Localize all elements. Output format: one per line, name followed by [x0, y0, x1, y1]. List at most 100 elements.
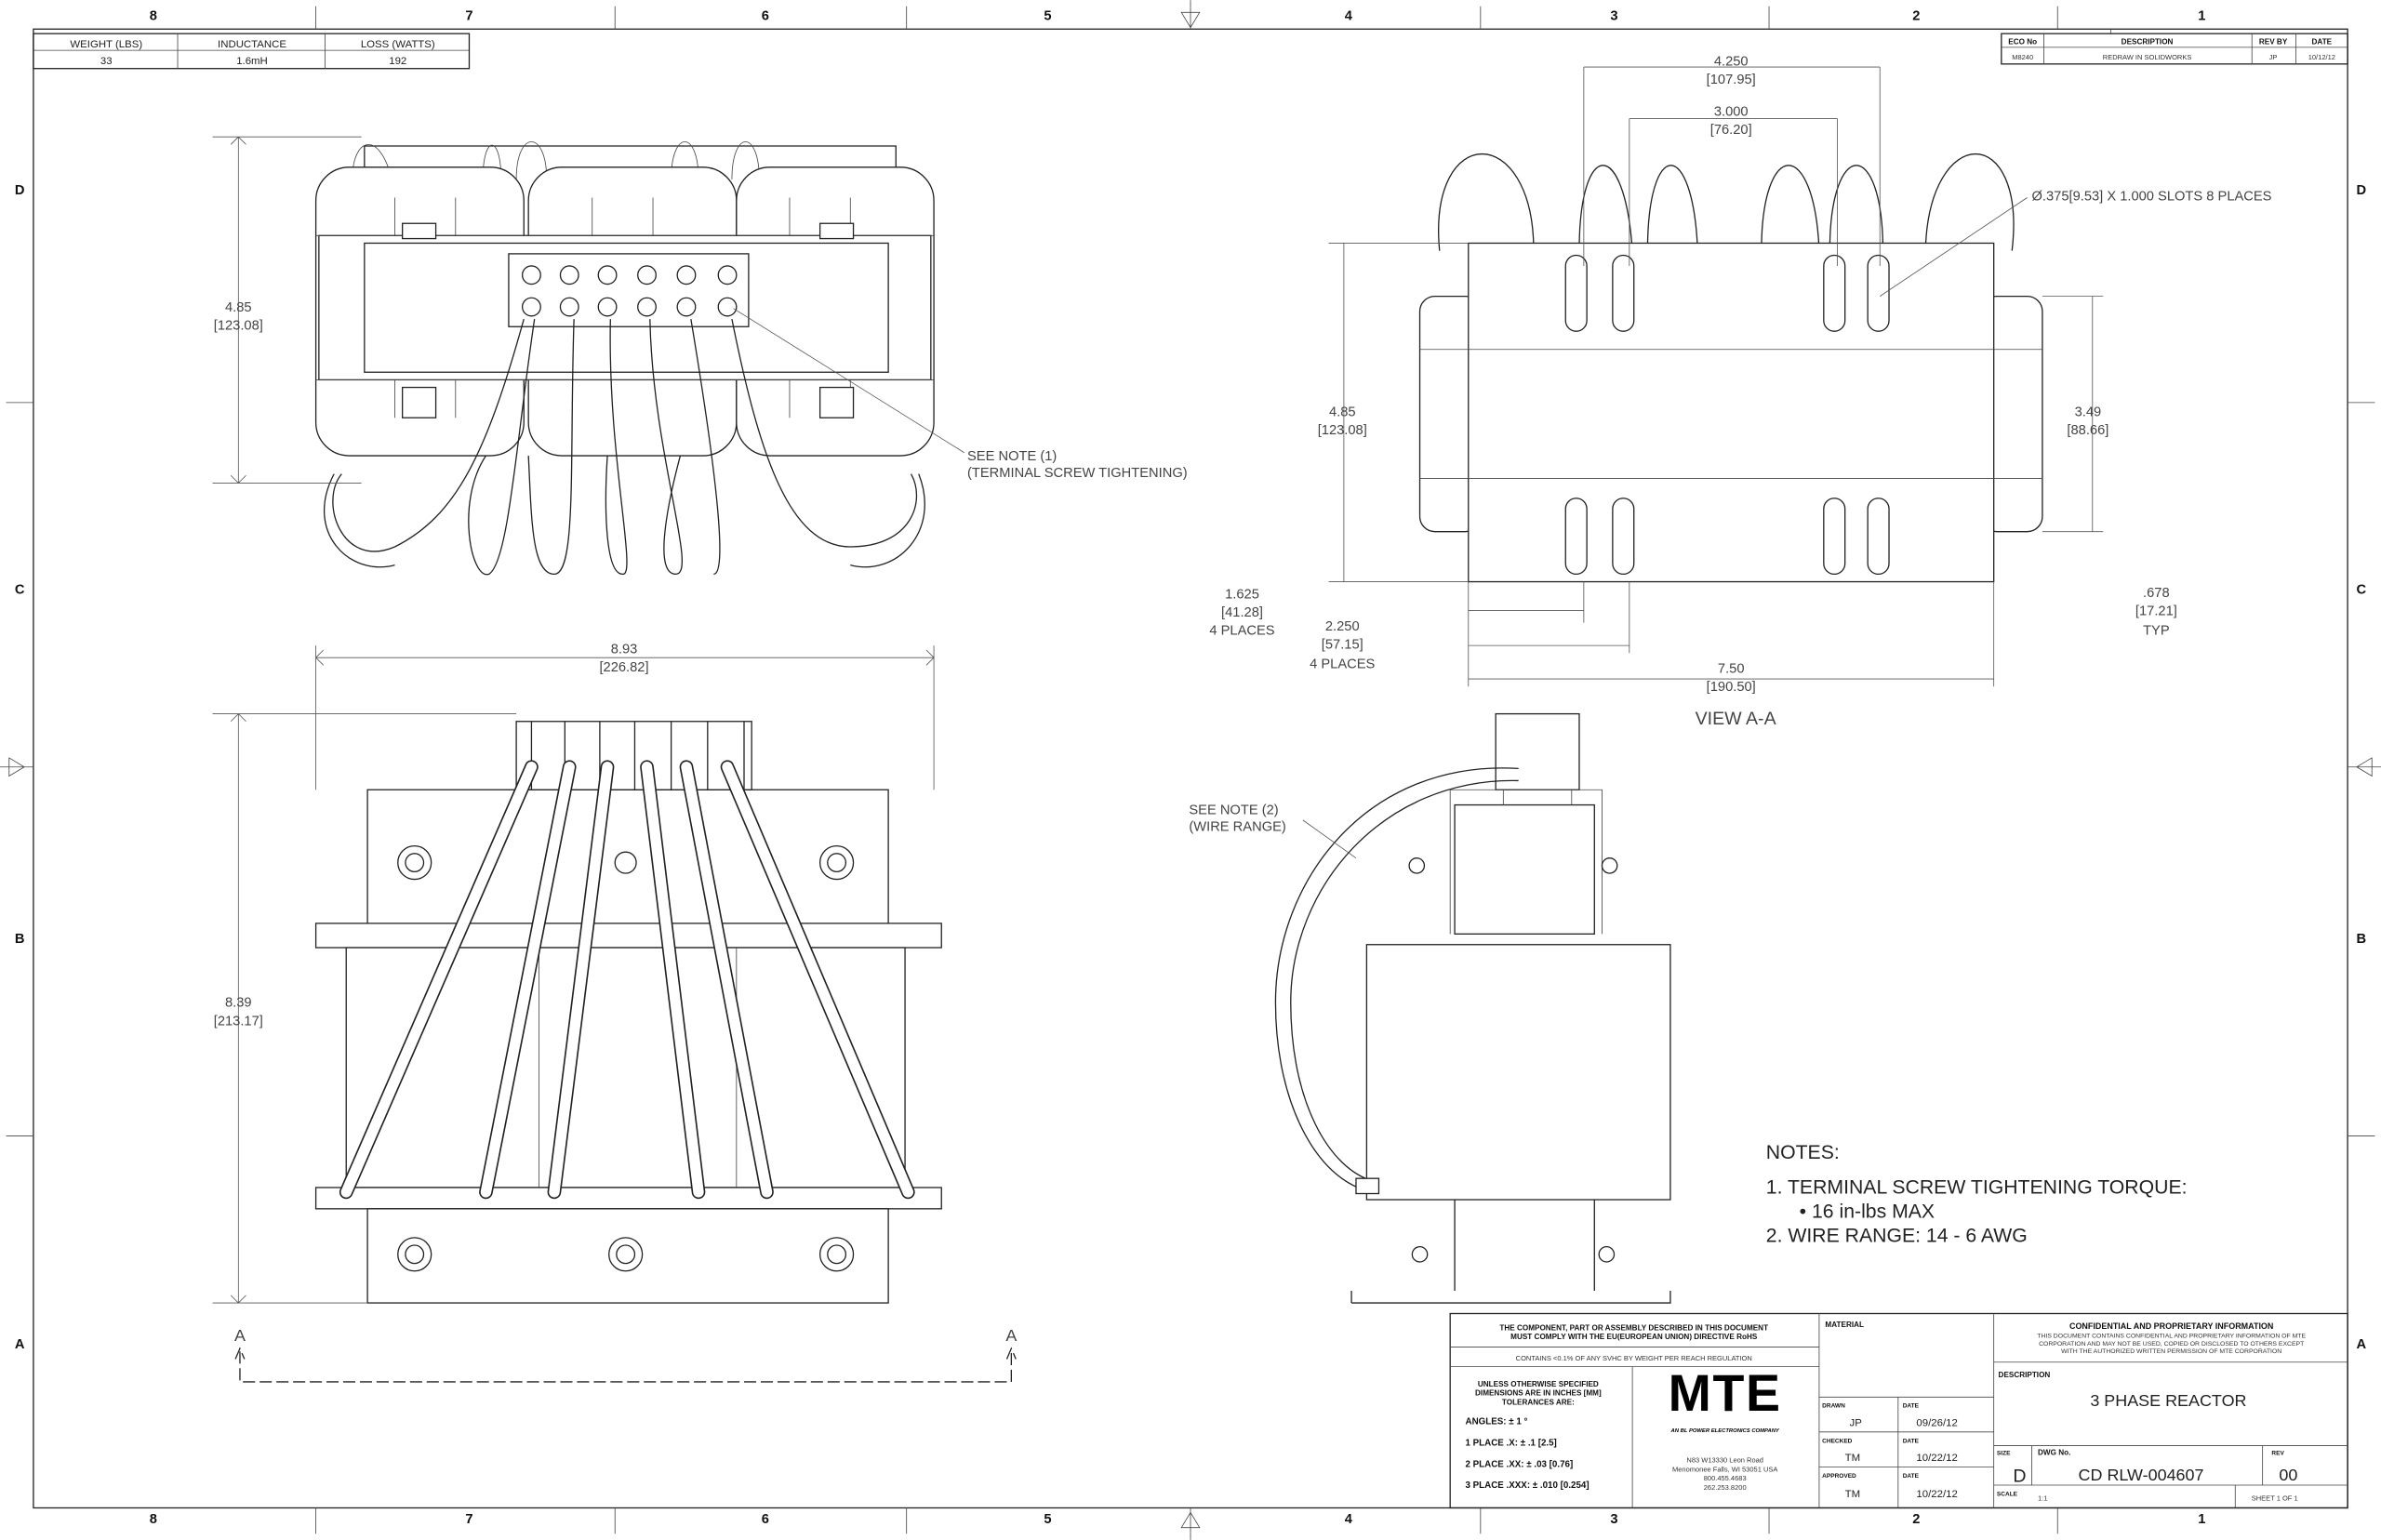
checked-date-label: DATE [1903, 1438, 1920, 1444]
spec-table: WEIGHT (LBS) INDUCTANCE LOSS (WATTS) 33 … [33, 33, 471, 70]
top-height-inch: 4.85 [225, 300, 252, 315]
front-width-mm: [226.82] [599, 660, 648, 675]
material-label: MATERIAL [1825, 1321, 1864, 1329]
zone-c: C [2356, 583, 2366, 598]
description-header: DESCRIPTION [2122, 38, 2174, 46]
zone-2: 2 [1912, 1512, 1920, 1527]
address-line-2: Menomonee Falls, WI 53051 USA [1672, 1465, 1777, 1473]
zone-4: 4 [1345, 1512, 1353, 1527]
slot-spacing-outer-inch: 4.250 [1714, 54, 1749, 69]
tolerance-1-place: 1 PLACE .X: ± .1 [2.5] [1466, 1439, 1557, 1449]
tolerance-angles: ANGLES: ± 1 ° [1466, 1417, 1528, 1427]
slot-note: Ø.375[9.53] X 1.000 SLOTS 8 PLACES [2031, 190, 2271, 205]
zone-8: 8 [150, 1512, 157, 1527]
dwg-no-label: DWG No. [2038, 1448, 2070, 1456]
zone-b: B [15, 932, 25, 947]
confidential-line-3: WITH THE AUTHORIZED WRITTEN PERMISSION O… [2061, 1348, 2281, 1355]
approved-date: 10/22/12 [1916, 1489, 1957, 1500]
loss-header: LOSS (WATTS) [361, 39, 435, 50]
zone-6: 6 [762, 8, 769, 23]
zone-6: 6 [762, 1512, 769, 1527]
zone-3: 3 [1610, 1512, 1617, 1527]
drawn-date-label: DATE [1903, 1403, 1920, 1410]
drawing-description: 3 PHASE REACTOR [2090, 1391, 2246, 1410]
drawing-number: CD RLW-004607 [2079, 1466, 2204, 1484]
date-value: 10/12/12 [2308, 53, 2335, 61]
front-height-mm: [213.17] [214, 1014, 263, 1029]
zone-labels-top: 8 7 6 5 4 3 2 1 [150, 8, 2206, 23]
drawn-date: 09/26/12 [1916, 1417, 1957, 1428]
checked-date: 10/22/12 [1916, 1453, 1957, 1464]
zone-7: 7 [465, 1512, 472, 1527]
zone-8: 8 [150, 8, 157, 23]
front-width-inch: 8.93 [611, 642, 638, 657]
view-height-inch: 4.85 [1329, 405, 1356, 420]
zone-labels-bottom: 8 7 6 5 4 3 2 1 [150, 1512, 2206, 1527]
view-width-inch: 7.50 [1718, 662, 1745, 677]
dim-a-note: 4 PLACES [1209, 624, 1274, 639]
weight-header: WEIGHT (LBS) [70, 39, 142, 50]
revision-table: ECO No DESCRIPTION REV BY DATE M8240 RED… [2001, 29, 2348, 65]
scale-value: 1:1 [2038, 1494, 2047, 1502]
size-label: SIZE [1997, 1450, 2011, 1456]
zone-5: 5 [1044, 1512, 1051, 1527]
front-view: 8.93 [226.82] 8.39 [213.17] A A [212, 642, 1017, 1383]
section-marker-right: A [1005, 1326, 1017, 1345]
drawn-by: JP [1850, 1417, 1862, 1428]
logo-subtitle: AN BL POWER ELECTRONICS COMPANY [1670, 1428, 1780, 1434]
rev-label: REV [2271, 1450, 2284, 1456]
dim-b-note: 4 PLACES [1310, 657, 1375, 672]
confidential-title: CONFIDENTIAL AND PROPRIETARY INFORMATION [2069, 1321, 2273, 1331]
dim-c-note: TYP [2143, 624, 2170, 639]
zone-d: D [15, 183, 25, 198]
weight-value: 33 [100, 56, 113, 67]
note-1-detail: • 16 in-lbs MAX [1800, 1201, 1935, 1223]
view-a-a: 4.250 [107.95] 3.000 [76.20] Ø.375[9.53]… [1209, 54, 2271, 729]
view-height-mm: [123.08] [1318, 423, 1367, 438]
zone-1: 1 [2198, 1512, 2205, 1527]
approved-label: APPROVED [1822, 1473, 1856, 1480]
zone-5: 5 [1044, 8, 1051, 23]
front-height-inch: 8.39 [225, 996, 252, 1011]
note2-leader-sublabel: (WIRE RANGE) [1189, 819, 1285, 834]
slot-spacing-inner-mm: [76.20] [1710, 123, 1752, 138]
date-header: DATE [2312, 38, 2333, 46]
revision: 00 [2279, 1466, 2297, 1484]
mte-logo: MTE [1669, 1364, 1782, 1422]
loss-value: 192 [389, 56, 406, 67]
tolerance-heading-3: TOLERANCES ARE: [1502, 1398, 1575, 1406]
phone-2: 262.253.8200 [1704, 1483, 1747, 1492]
notes: NOTES: 1. TERMINAL SCREW TIGHTENING TORQ… [1766, 1142, 2188, 1247]
zone-b: B [2356, 932, 2366, 947]
dim-c-inch: .678 [2143, 586, 2170, 601]
side-view: SEE NOTE (2) (WIRE RANGE) [1189, 712, 1671, 1304]
top-view: 4.85 [123.08] SEE NOTE (1) (TERMINAL SCR… [212, 136, 1188, 576]
tolerance-2-place: 2 PLACE .XX: ± .03 [0.76] [1466, 1459, 1574, 1469]
description-value: REDRAW IN SOLIDWORKS [2103, 53, 2192, 61]
view-width-mm: [190.50] [1707, 680, 1756, 695]
zone-c: C [15, 583, 25, 598]
dim-c-mm: [17.21] [2135, 604, 2177, 618]
coil-height-inch: 3.49 [2075, 405, 2102, 420]
inductance-value: 1.6mH [236, 56, 268, 67]
zone-a: A [2356, 1337, 2366, 1352]
address-line-1: N83 W13330 Leon Road [1686, 1455, 1763, 1464]
zone-labels-sides: D C B A D C B A [15, 183, 2367, 1352]
note1-leader-label: SEE NOTE (1) [967, 449, 1057, 464]
eco-header: ECO No [2008, 38, 2037, 46]
zone-a: A [15, 1337, 25, 1352]
reach-statement: CONTAINS <0.1% OF ANY SVHC BY WEIGHT PER… [1516, 1354, 1752, 1362]
rev-by-value: JP [2269, 53, 2278, 61]
dim-b-inch: 2.250 [1325, 619, 1360, 634]
tolerance-heading-2: DIMENSIONS ARE IN INCHES [MM] [1475, 1389, 1602, 1398]
sheet-size: D [2013, 1467, 2026, 1487]
confidential-line-1: THIS DOCUMENT CONTAINS CONFIDENTIAL AND … [2037, 1334, 2306, 1340]
tolerance-3-place: 3 PLACE .XXX: ± .010 [0.254] [1466, 1480, 1590, 1491]
checked-label: CHECKED [1822, 1438, 1853, 1444]
slot-spacing-inner-inch: 3.000 [1714, 104, 1749, 119]
phone-1: 800.455.4683 [1704, 1474, 1747, 1482]
drawn-label: DRAWN [1822, 1403, 1845, 1410]
checked-by: TM [1845, 1453, 1860, 1464]
rohs-line-1: THE COMPONENT, PART OR ASSEMBLY DESCRIBE… [1499, 1323, 1768, 1332]
